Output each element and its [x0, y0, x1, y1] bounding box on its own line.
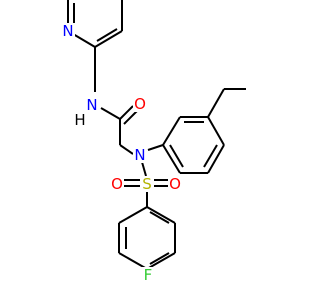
sulfur-label: S — [142, 175, 152, 193]
sulfur-atom: S — [140, 175, 154, 193]
fluorophenyl-ring-inner-bond — [149, 252, 170, 265]
tolyl-ring-bond — [162, 116, 181, 146]
atom-labels: N N H O N S O O — [61, 22, 182, 284]
amide-nitrogen-atom: N — [85, 96, 99, 114]
sulfonyl-oxygen-right-label: O — [169, 175, 181, 193]
molecule-structure: N N H O N S O O — [61, 0, 246, 284]
fluorine-atom: F — [141, 266, 155, 284]
fluorine-label: F — [144, 266, 153, 284]
amide-n-to-carbonyl-bond — [100, 107, 121, 120]
amide-nitrogen-label: N — [86, 96, 97, 114]
carbonyl-oxygen-atom: O — [133, 95, 147, 113]
fluorophenyl-ring-bond — [146, 252, 176, 270]
sulfonamide-nitrogen-label: N — [134, 146, 145, 164]
pyridine-nitrogen-atom: N — [61, 22, 75, 40]
sulfonyl-oxygen-left-atom: O — [110, 175, 124, 193]
sulfonyl-oxygen-left-label: O — [111, 175, 123, 193]
fluorophenyl-ring-inner-bond — [149, 211, 170, 224]
pyridine-ring-bond — [94, 30, 123, 48]
methyl-bond — [207, 88, 225, 118]
fluorophenyl-ring-bond — [146, 206, 176, 224]
pyridine-nitrogen-label: N — [62, 22, 73, 40]
tolyl-ring-bond — [207, 144, 225, 174]
sulfonamide-n-to-s-bond — [141, 161, 147, 177]
sulfonamide-n-to-tolyl-bond — [147, 144, 164, 151]
tolyl-ring-inner-bond — [169, 144, 184, 168]
sulfonyl-oxygen-right-atom: O — [168, 175, 182, 193]
ch2-to-sulfonamide-n-bond — [119, 144, 134, 155]
carbonyl-c-to-o-bond — [119, 105, 134, 120]
fluorophenyl-ring-bond — [118, 252, 148, 270]
bonds — [67, 0, 246, 270]
tolyl-ring-bond — [162, 144, 181, 174]
carbonyl-c-to-o-double-bond — [123, 110, 138, 125]
tolyl-ring-bond — [207, 116, 225, 146]
fluorophenyl-ring-bond — [118, 206, 148, 224]
carbonyl-oxygen-label: O — [134, 95, 146, 113]
amide-hydrogen-label: H — [74, 111, 85, 129]
tolyl-ring-inner-bond — [203, 144, 218, 168]
sulfonamide-nitrogen-atom: N — [133, 146, 147, 164]
amide-hydrogen-atom: H — [73, 111, 87, 129]
pyridine-ring-inner-bond — [96, 28, 118, 42]
